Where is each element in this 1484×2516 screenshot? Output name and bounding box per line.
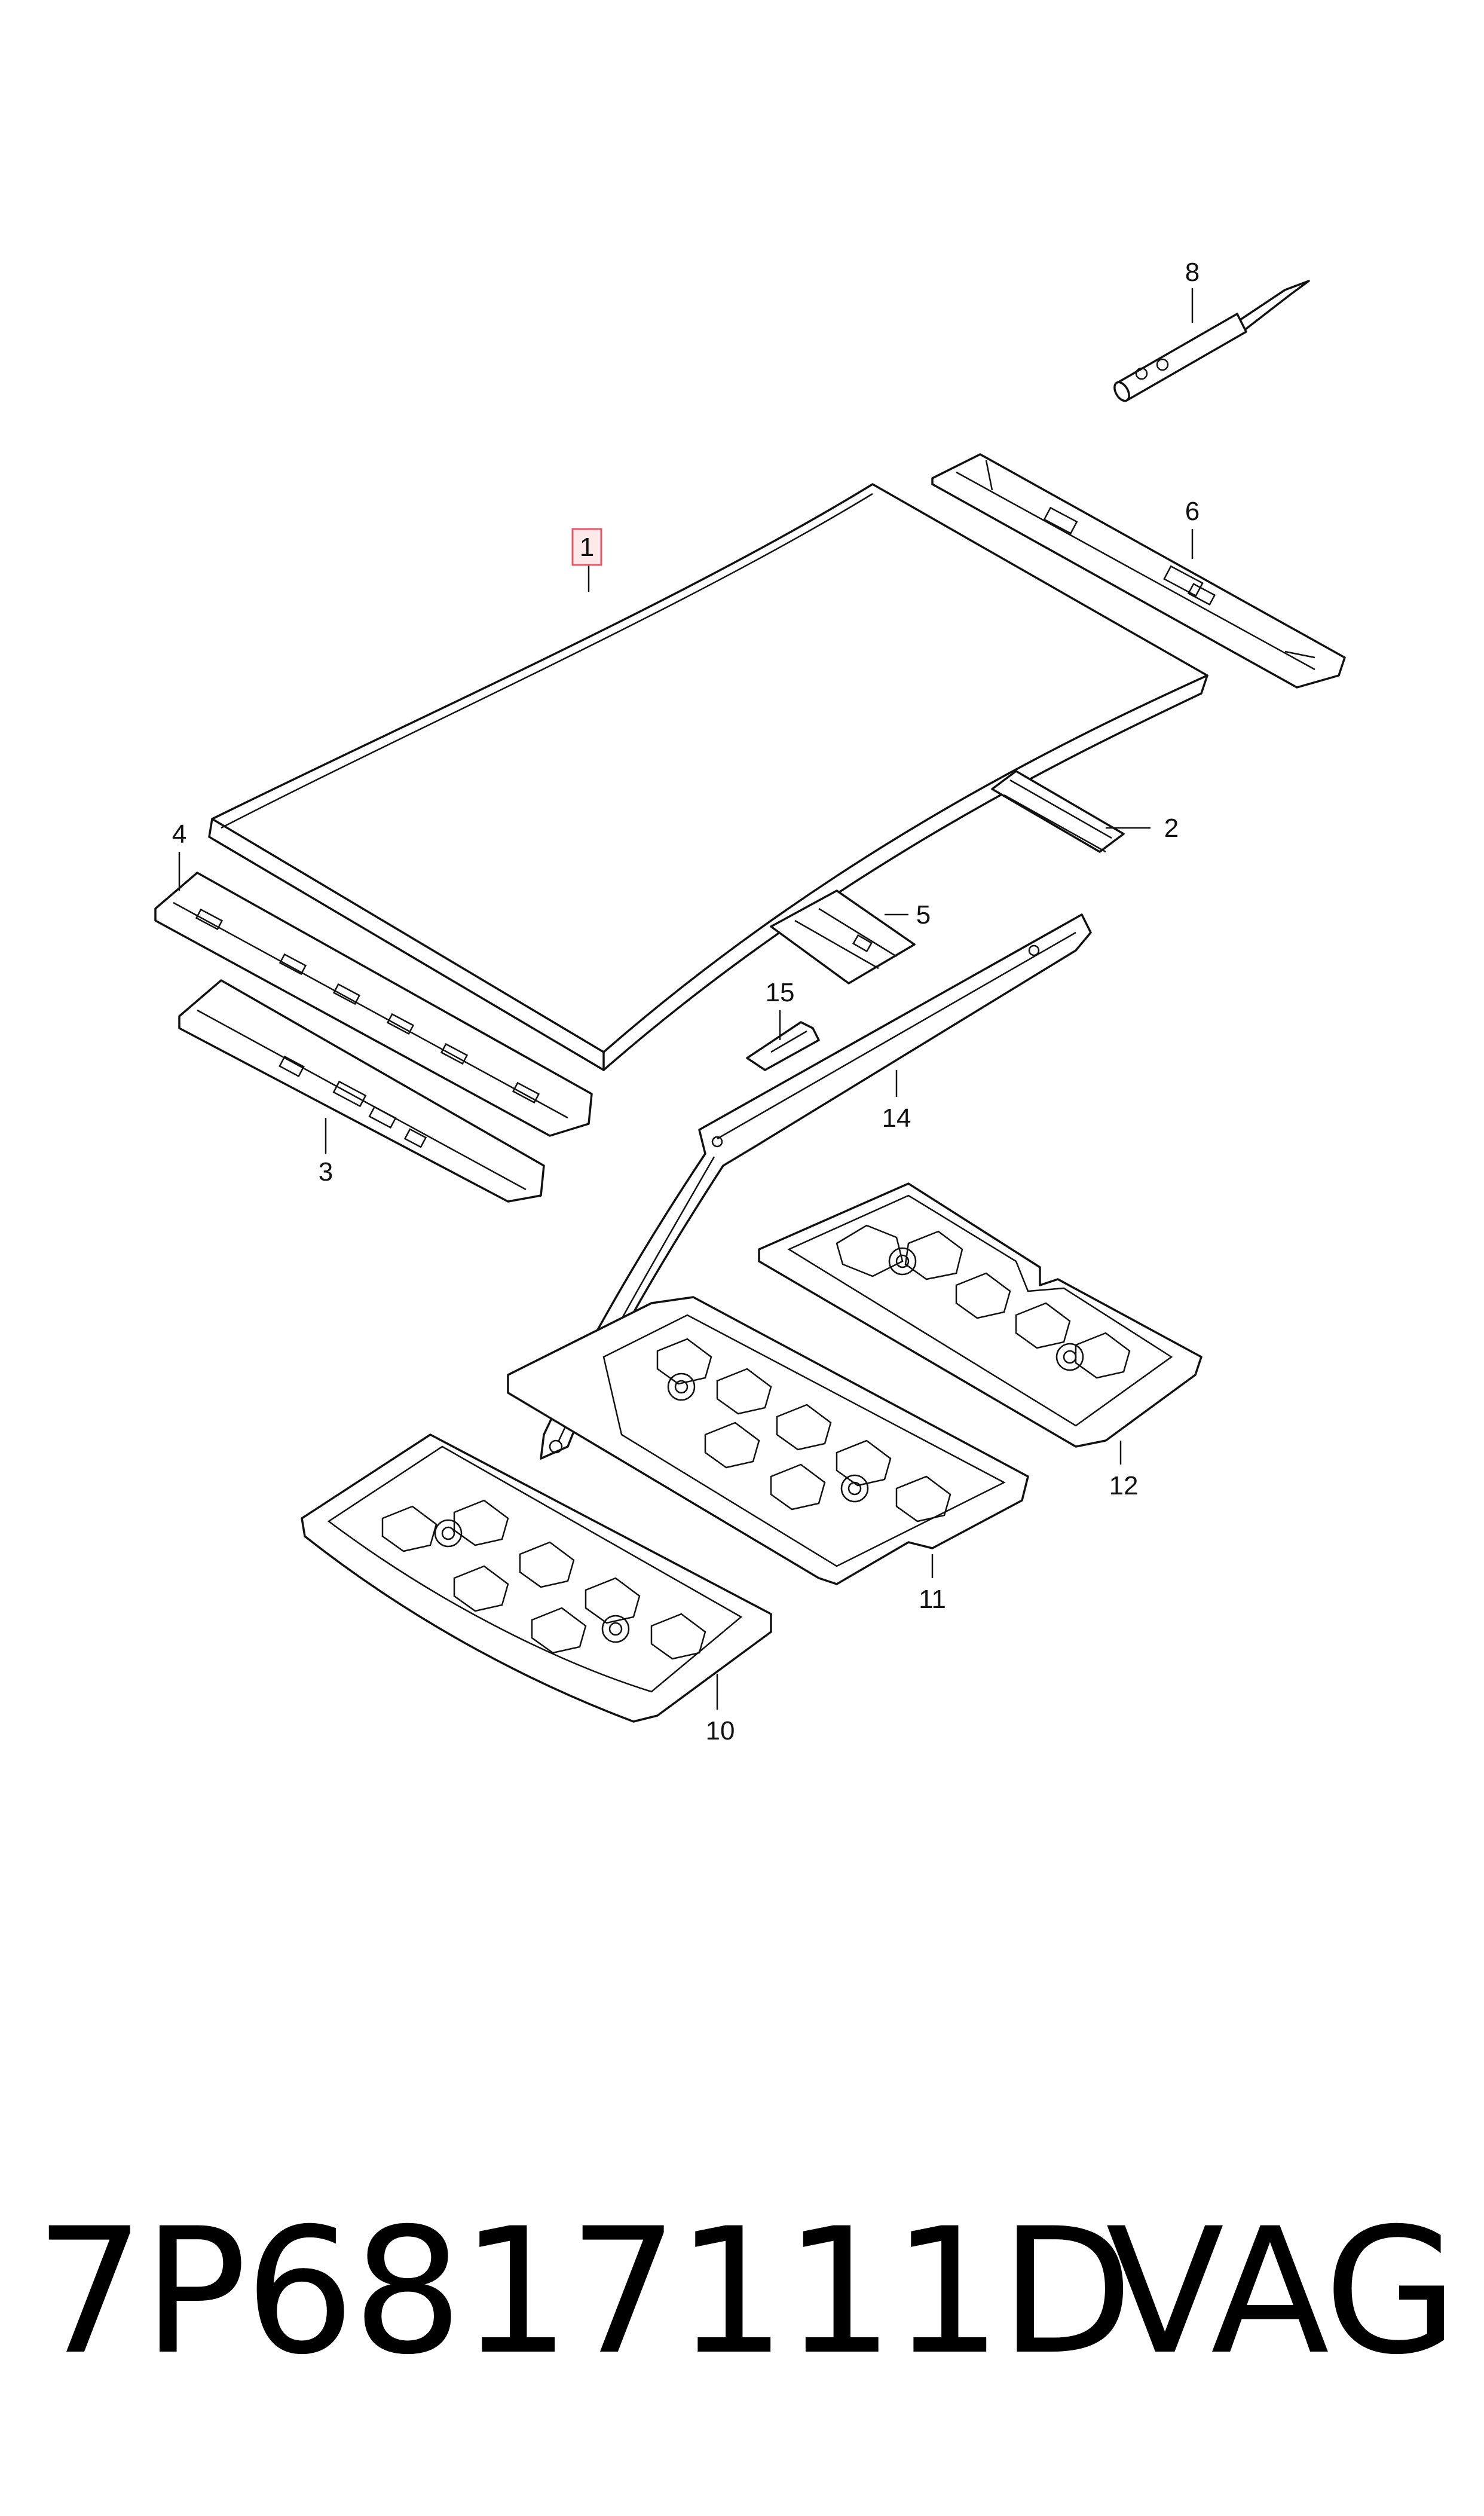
roof-bow-middle (507, 1296, 1029, 1585)
callout-5[interactable]: 5 (916, 900, 931, 930)
callout-14[interactable]: 14 (882, 1103, 911, 1133)
roof-panel (208, 483, 1208, 1071)
callout-6[interactable]: 6 (1185, 497, 1200, 526)
callout-11[interactable]: 11 (919, 1585, 946, 1614)
brand-name: VAG (1106, 2191, 1458, 2393)
callout-2[interactable]: 2 (1164, 814, 1179, 843)
front-cross-member-upper (154, 872, 593, 1137)
callout-12[interactable]: 12 (1109, 1471, 1139, 1500)
part-number: 7P6817111D (35, 2191, 1133, 2393)
roof-bow-front (301, 1433, 772, 1723)
callout-10[interactable]: 10 (706, 1716, 735, 1745)
callout-4[interactable]: 4 (172, 820, 186, 849)
clip (746, 1021, 820, 1071)
callout-8[interactable]: 8 (1185, 258, 1200, 287)
sealant-cartridge (1113, 280, 1310, 402)
callout-1-highlight-box (571, 528, 602, 566)
roof-bow-rear (758, 1182, 1203, 1448)
rear-cross-member (931, 453, 1346, 689)
leader-lines (178, 288, 1194, 1710)
callout-3[interactable]: 3 (319, 1157, 333, 1187)
roof-bracket-center (770, 889, 916, 985)
front-cross-member-lower (178, 979, 545, 1203)
callout-15[interactable]: 15 (766, 978, 795, 1007)
callout-1[interactable]: 1 (580, 533, 594, 562)
roof-bracket-small (991, 770, 1125, 853)
